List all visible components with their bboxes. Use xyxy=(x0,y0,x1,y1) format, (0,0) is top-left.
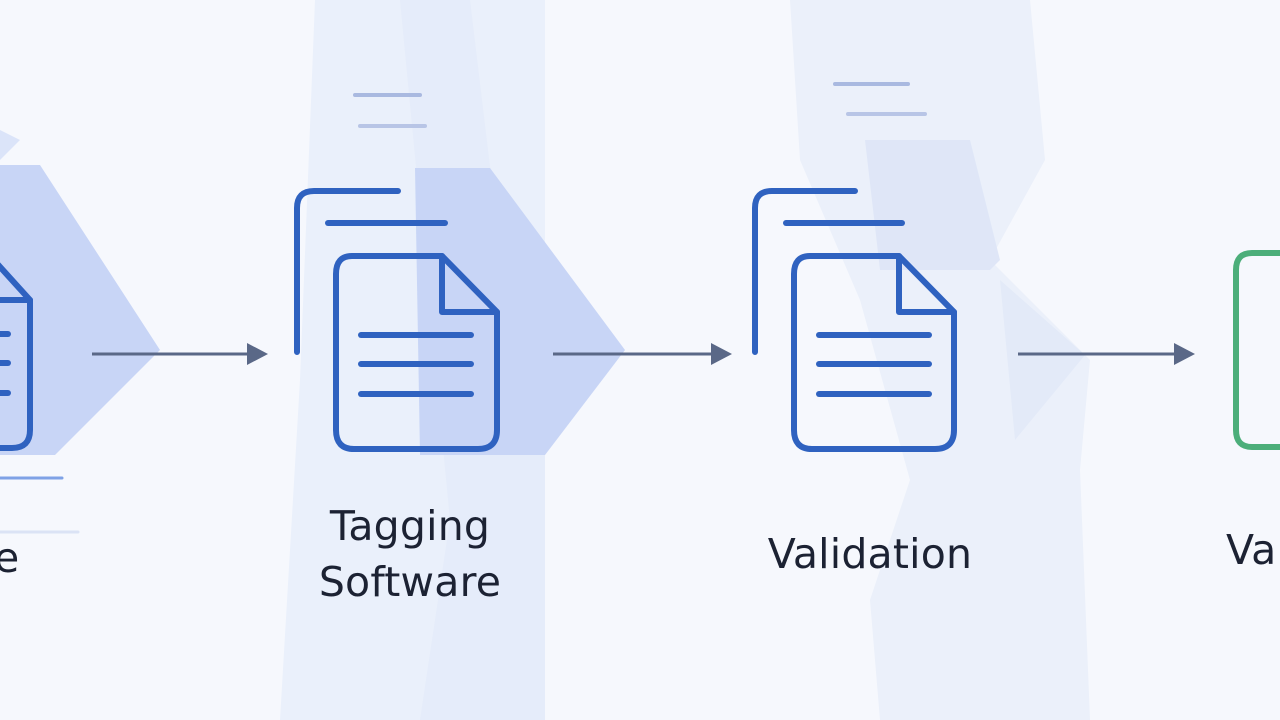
stage-1-label: e xyxy=(0,530,19,586)
stage-1-label-line-1: e xyxy=(0,534,20,582)
stage-3-label: Validation xyxy=(740,526,1000,582)
arrow-1 xyxy=(92,343,268,365)
arrow-2 xyxy=(553,343,732,365)
chevron-3 xyxy=(1000,280,1085,440)
document-icon xyxy=(0,262,33,451)
document-icon xyxy=(752,188,957,452)
chevron-2 xyxy=(415,168,625,455)
stage-2-label: Tagging Software xyxy=(290,498,530,610)
document-icon xyxy=(294,188,500,452)
stage-4-label: Va xyxy=(1226,522,1276,578)
chevrons xyxy=(0,130,1085,455)
decorative-dashes xyxy=(0,82,927,534)
stage-4-label-line-1: Va xyxy=(1226,526,1277,574)
chevron-1 xyxy=(0,165,160,455)
stage-2-label-line-1: Tagging xyxy=(329,502,491,550)
band-3 xyxy=(790,0,1090,720)
document-icon xyxy=(1233,250,1280,450)
stage-3-label-line-1: Validation xyxy=(767,530,973,578)
chevron-1-edge xyxy=(0,130,20,160)
stage-2-label-line-2: Software xyxy=(318,558,502,606)
band-3-shade xyxy=(865,140,1000,270)
background-bands xyxy=(280,0,1090,720)
arrow-3 xyxy=(1018,343,1195,365)
arrows xyxy=(92,343,1195,365)
